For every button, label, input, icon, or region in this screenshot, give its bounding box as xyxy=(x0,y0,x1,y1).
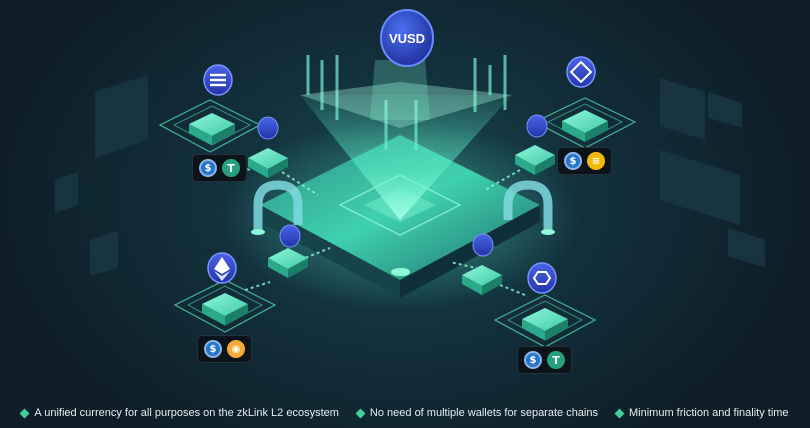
usdc-token-icon: $ xyxy=(524,351,542,369)
token-box-top-right: $ ≡ xyxy=(557,147,612,175)
dai-token-icon: ◉ xyxy=(227,340,245,358)
vusd-coin: VUSD xyxy=(380,9,434,67)
chain-node-top-right xyxy=(515,56,637,175)
chain-node-top-left xyxy=(158,64,288,178)
usdc-token-icon: $ xyxy=(199,159,217,177)
vusd-coin-label: VUSD xyxy=(389,31,425,46)
vusd-badge-icon xyxy=(526,114,548,138)
usdc-token-icon: $ xyxy=(204,340,222,358)
chain-node-bottom-left xyxy=(173,224,308,333)
feature-item: A unified currency for all purposes on t… xyxy=(19,407,339,419)
anchor-dots xyxy=(251,229,555,276)
busd-token-icon: ≡ xyxy=(587,152,605,170)
feature-text: No need of multiple wallets for separate… xyxy=(369,407,598,419)
usdt-token-icon: T xyxy=(222,159,240,177)
diamond-bullet-icon xyxy=(19,408,30,418)
background-decoration xyxy=(55,75,765,276)
vusd-badge-icon xyxy=(472,233,494,257)
feature-text: A unified currency for all purposes on t… xyxy=(34,407,339,419)
vusd-badge-icon xyxy=(257,116,279,140)
usdt-token-icon: T xyxy=(547,351,565,369)
chain-node-bottom-right xyxy=(462,233,597,348)
feature-text: Minimum friction and finality time xyxy=(629,407,789,419)
feature-list: A unified currency for all purposes on t… xyxy=(0,402,810,424)
token-box-bottom-right: $ T xyxy=(517,346,572,374)
usdc-token-icon: $ xyxy=(564,152,582,170)
diamond-bullet-icon xyxy=(614,408,625,418)
vusd-badge-icon xyxy=(279,224,301,248)
diamond-bullet-icon xyxy=(355,408,366,418)
feature-item: No need of multiple wallets for separate… xyxy=(355,407,598,419)
light-pyramid xyxy=(300,60,512,220)
feature-item: Minimum friction and finality time xyxy=(614,407,789,419)
bridge-arch-right xyxy=(503,180,553,230)
bnb-chain-icon xyxy=(566,56,596,88)
token-box-top-left: $ T xyxy=(192,154,247,182)
bridge-arch-left xyxy=(253,180,303,230)
polygon-icon xyxy=(527,262,557,294)
token-box-bottom-left: $ ◉ xyxy=(197,335,252,363)
